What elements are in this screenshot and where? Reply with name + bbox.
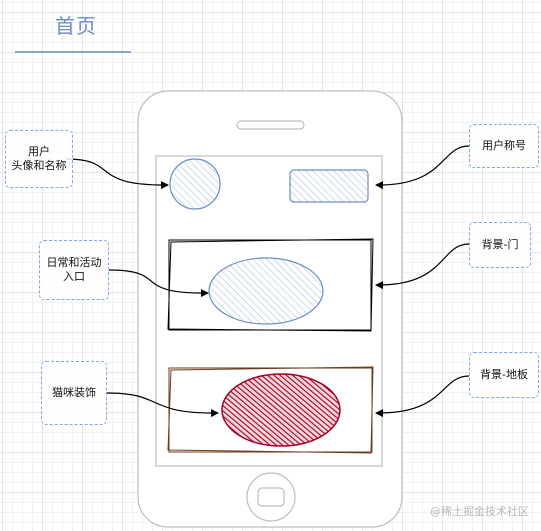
cat-ellipse [221,373,341,447]
connector-entry [108,269,209,298]
label-user-avatar-name: 用户 头像和名称 [5,130,73,188]
label-cat-decoration: 猫咪装饰 [41,361,107,425]
watermark: @稀土掘金技术社区 [430,505,529,518]
connector-avatar [65,158,169,190]
user-title-shape [289,169,369,203]
page-title: 首页 [55,14,97,38]
label-daily-activity-entry: 日常和活动 入口 [39,240,109,300]
connector-floor [375,375,470,418]
entry-ellipse [208,257,324,325]
connector-door [375,243,470,290]
connector-title [375,145,470,190]
label-background-floor: 背景-地板 [469,352,539,398]
floor-background-shape [167,366,374,454]
avatar-shape [169,158,221,210]
label-user-title: 用户称号 [469,124,539,168]
door-background-shape [167,238,374,332]
label-background-door: 背景-门 [469,222,531,268]
connector-cat [106,392,219,418]
